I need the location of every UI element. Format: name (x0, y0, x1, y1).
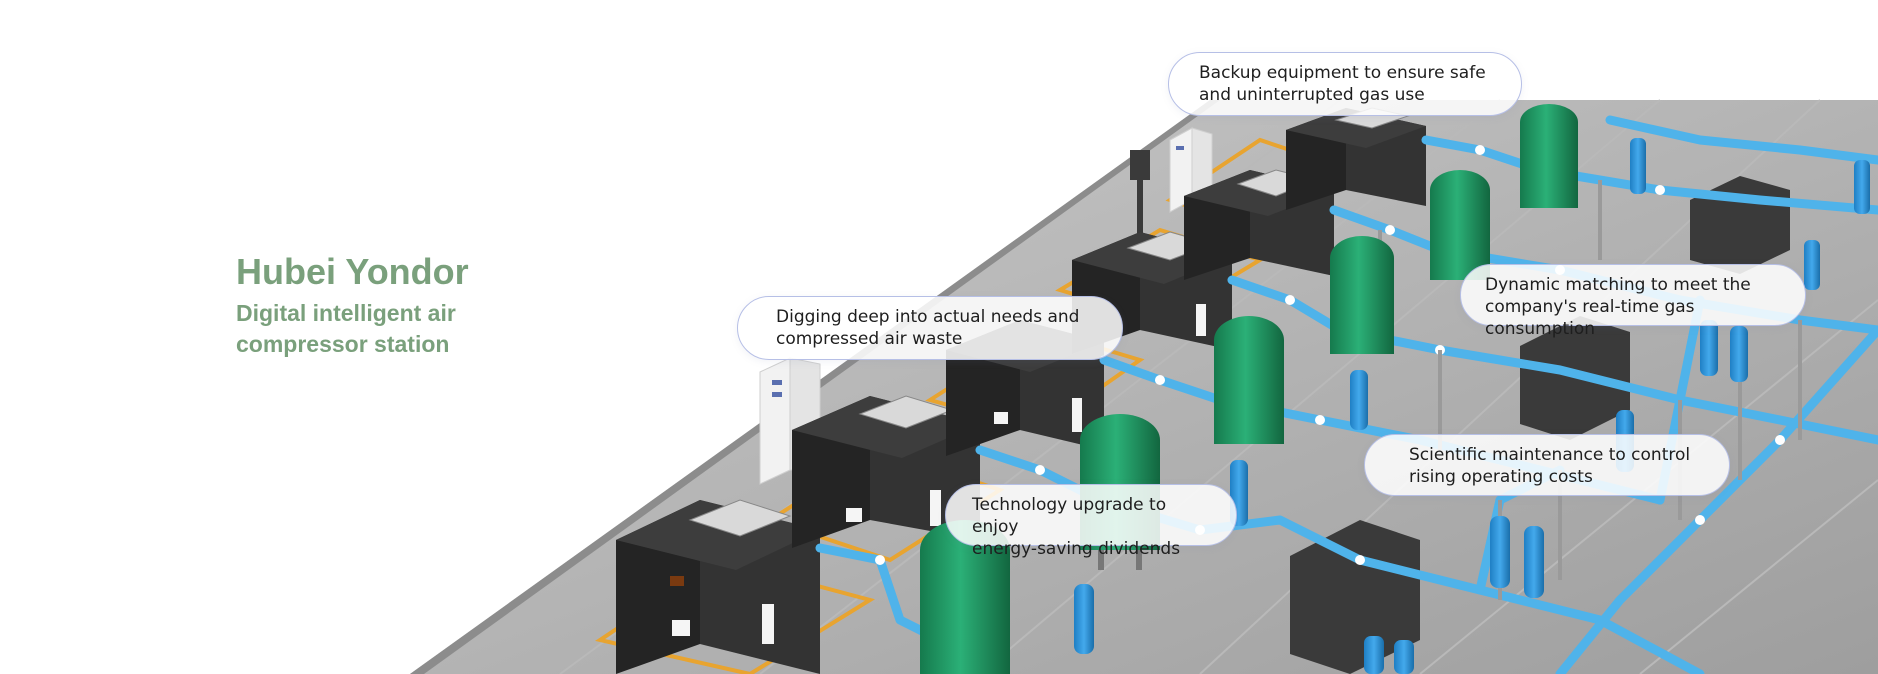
callout-technology-upgrade: Technology upgrade to enjoy energy-savin… (945, 484, 1237, 559)
page-subtitle: Digital intelligent air compressor stati… (236, 300, 456, 357)
callout-line: compressed air waste (776, 329, 963, 349)
callout-line: energy-saving dividends (972, 539, 1181, 559)
callout-line: rising operating costs (1409, 467, 1593, 487)
callout-line: Technology upgrade to enjoy (972, 495, 1167, 537)
callout-backup-equipment: Backup equipment to ensure safe and unin… (1168, 52, 1522, 116)
callout-line: Dynamic matching to meet the (1485, 275, 1751, 295)
filters (1074, 138, 1870, 674)
callout-line: Digging deep into actual needs and (776, 307, 1080, 327)
callout-actual-needs: Digging deep into actual needs and compr… (737, 296, 1123, 360)
page-title: Hubei Yondor (236, 251, 469, 292)
callout-dynamic-matching: Dynamic matching to meet the company's r… (1460, 264, 1806, 339)
callout-line: Backup equipment to ensure safe (1199, 63, 1486, 83)
callout-line: company's real-time gas consumption (1485, 297, 1695, 339)
headline-block: Hubei Yondor Digital intelligent air com… (236, 250, 656, 360)
callout-scientific-maintenance: Scientific maintenance to control rising… (1364, 434, 1730, 496)
callout-line: Scientific maintenance to control (1409, 445, 1691, 465)
callout-line: and uninterrupted gas use (1199, 85, 1425, 105)
